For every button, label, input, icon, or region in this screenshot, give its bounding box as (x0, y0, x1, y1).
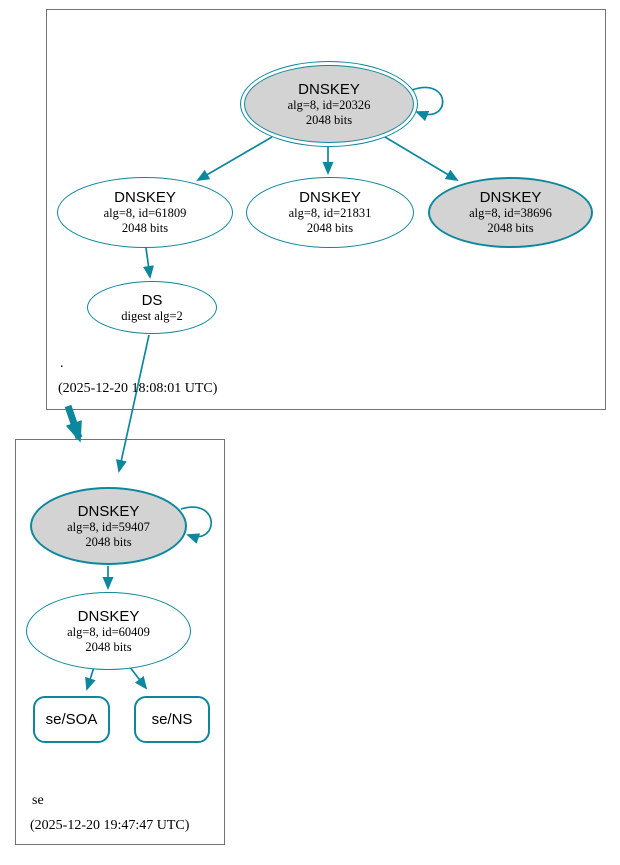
node-title: DNSKEY (114, 189, 176, 206)
node-detail: alg=8, id=38696 (469, 206, 552, 220)
zone-label-se: se (32, 793, 44, 808)
node-detail: 2048 bits (306, 221, 354, 235)
rrset-label: se/SOA (45, 711, 98, 728)
node-title: DS (141, 291, 163, 309)
node-detail: 2048 bits (305, 112, 353, 127)
node-detail: 2048 bits (121, 221, 169, 235)
zone-timestamp-root: (2025-12-20 18:08:01 UTC) (58, 381, 218, 396)
dnskey-node-ksk-59407[interactable]: DNSKEY alg=8, id=59407 2048 bits (30, 487, 187, 565)
edge-root-ksk-self-loop (411, 86, 444, 122)
node-detail: alg=8, id=61809 (103, 206, 187, 220)
zone-box-root (46, 9, 606, 410)
node-detail: 2048 bits (85, 534, 132, 549)
node-title: DNSKEY (77, 502, 140, 520)
edge-ds-to-se-ksk (115, 334, 150, 473)
dnskey-node-zsk-61809[interactable]: DNSKEY alg=8, id=61809 2048 bits (57, 177, 233, 248)
dnskey-node-ksk-38696[interactable]: DNSKEY alg=8, id=38696 2048 bits (428, 177, 593, 248)
node-detail: alg=8, id=20326 (287, 97, 371, 112)
node-detail: alg=8, id=60409 (67, 624, 150, 639)
dnskey-node-zsk-60409[interactable]: DNSKEY alg=8, id=60409 2048 bits (26, 592, 191, 670)
dnskey-node-ksk-20326[interactable]: DNSKEY alg=8, id=20326 2048 bits (240, 61, 418, 147)
zone-label-root: . (60, 356, 64, 371)
edge-se-ksk-self-loop (180, 506, 212, 544)
rrset-node-se-soa[interactable]: se/SOA (33, 696, 110, 743)
node-title: DNSKEY (479, 189, 542, 206)
dnskey-node-ksk-20326-inner: DNSKEY alg=8, id=20326 2048 bits (244, 65, 414, 143)
edge-root-zone-to-se-zone (64, 404, 83, 443)
edge-zsk-61809-to-ds (143, 247, 154, 279)
node-title: DNSKEY (298, 80, 360, 98)
node-detail: 2048 bits (487, 221, 534, 235)
node-detail: digest alg=2 (121, 308, 183, 323)
node-title: DNSKEY (77, 607, 140, 625)
zone-box-se (15, 439, 225, 845)
edge-root-ksk-to-ksk-38696 (384, 136, 459, 182)
dnskey-node-zsk-21831[interactable]: DNSKEY alg=8, id=21831 2048 bits (246, 177, 414, 248)
node-detail: 2048 bits (85, 639, 132, 654)
edge-se-zsk-to-ns (128, 665, 148, 690)
edge-se-zsk-to-soa (85, 666, 96, 691)
ds-node-root[interactable]: DS digest alg=2 (87, 281, 217, 334)
node-detail: alg=8, id=59407 (67, 519, 150, 534)
zone-timestamp-se: (2025-12-20 19:47:47 UTC) (30, 818, 190, 833)
edge-root-ksk-to-zsk-61809 (196, 136, 273, 182)
node-detail: alg=8, id=21831 (288, 206, 372, 220)
rrset-label: se/NS (151, 711, 193, 728)
node-title: DNSKEY (299, 189, 361, 206)
rrset-node-se-ns[interactable]: se/NS (134, 696, 210, 743)
